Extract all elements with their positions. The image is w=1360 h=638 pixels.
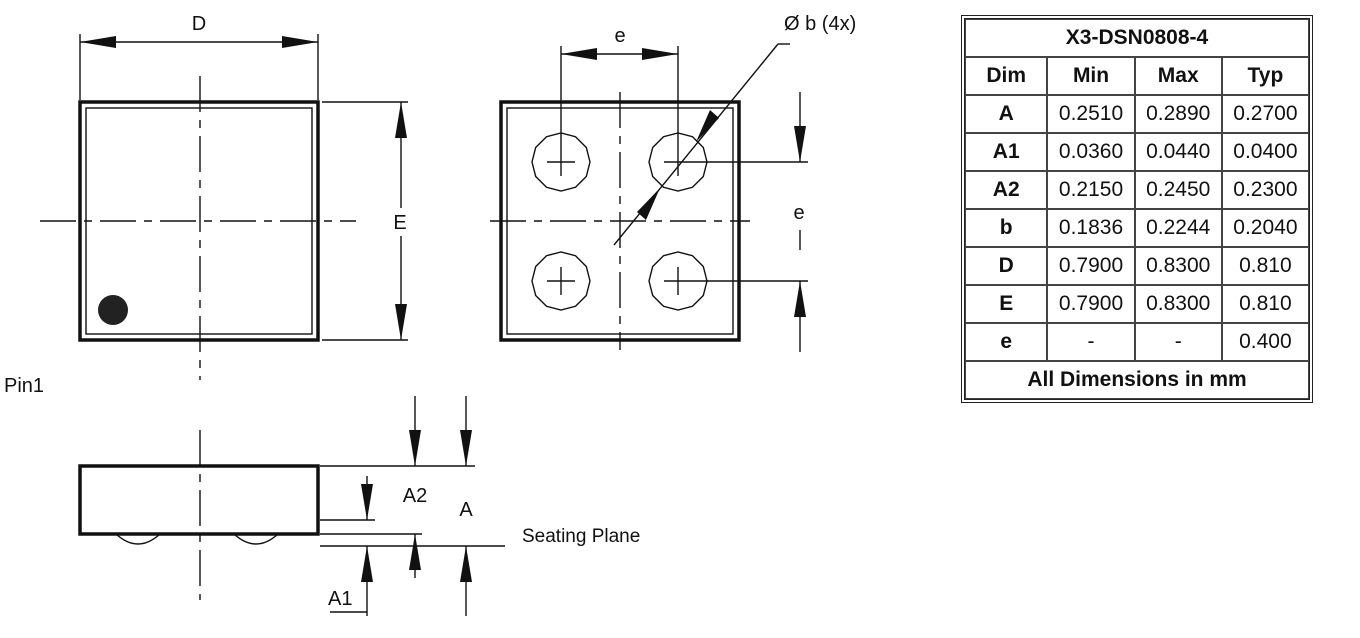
table-header-row: Dim Min Max Typ	[965, 57, 1309, 95]
d-label: D	[192, 13, 206, 35]
ball-top-right	[648, 132, 708, 192]
header-min: Min	[1047, 57, 1135, 95]
pitch-h-arrow-left	[561, 48, 597, 60]
a-label: A	[459, 499, 473, 521]
a2-arrow-top	[409, 430, 421, 466]
header-typ: Typ	[1221, 57, 1309, 95]
a1-arrow-top	[361, 484, 373, 520]
table-title-row: X3-DSN0808-4	[965, 19, 1309, 57]
row-min: 0.1836	[1047, 209, 1135, 247]
table-row: A 0.2510 0.2890 0.2700	[965, 95, 1309, 133]
table-row: b 0.1836 0.2244 0.2040	[965, 209, 1309, 247]
row-dim: D	[965, 247, 1048, 285]
ball-diameter-leader	[613, 43, 779, 246]
seating-plane-label: Seating Plane	[522, 526, 640, 547]
ball-diameter-label: Ø b (4x)	[784, 13, 856, 35]
ball-bottom-left	[531, 251, 591, 311]
pitch-h-label: e	[614, 25, 625, 47]
e-arrow-bottom	[395, 304, 407, 340]
table-footer-row: All Dimensions in mm	[965, 361, 1309, 399]
row-dim: e	[965, 323, 1048, 361]
row-min: 0.2150	[1047, 171, 1135, 209]
row-dim: A1	[965, 133, 1048, 171]
ball-diameter-arrow-outer	[696, 110, 719, 142]
row-min: 0.0360	[1047, 133, 1135, 171]
a2-arrow-bottom	[409, 534, 421, 570]
row-typ: 0.2040	[1221, 209, 1309, 247]
row-max: 0.2244	[1134, 209, 1222, 247]
header-max: Max	[1134, 57, 1222, 95]
e-arrow-top	[395, 102, 407, 138]
row-min: 0.7900	[1047, 247, 1135, 285]
row-min: -	[1047, 323, 1135, 361]
ball-bottom-right	[648, 251, 708, 311]
table-row: e - - 0.400	[965, 323, 1309, 361]
pitch-v-arrow-top	[794, 126, 806, 162]
table-row: A1 0.0360 0.0440 0.0400	[965, 133, 1309, 171]
a-arrow-top	[460, 430, 472, 466]
table-row: E 0.7900 0.8300 0.810	[965, 285, 1309, 323]
row-max: 0.2450	[1134, 171, 1222, 209]
pitch-v-label: e	[793, 202, 804, 224]
e-label: E	[393, 212, 406, 234]
row-max: 0.2890	[1134, 95, 1222, 133]
solder-ball-right	[233, 533, 279, 545]
ball-diameter-arrow-inner	[637, 188, 660, 220]
pin1-label: Pin1	[4, 375, 44, 397]
top-view-outline	[78, 100, 320, 342]
d-arrow-left	[80, 36, 116, 48]
row-dim: b	[965, 209, 1048, 247]
dimension-table: X3-DSN0808-4 Dim Min Max Typ A 0.2510 0.…	[961, 15, 1313, 403]
pitch-v-arrow-bottom	[794, 281, 806, 317]
pin1-marker-dot	[98, 295, 128, 325]
top-view: D E Pin1	[4, 13, 408, 397]
a1-label: A1	[328, 588, 352, 610]
row-dim: E	[965, 285, 1048, 323]
row-min: 0.2510	[1047, 95, 1135, 133]
table-row: A2 0.2150 0.2450 0.2300	[965, 171, 1309, 209]
side-view: A1 A2 A Seating Plane	[78, 396, 640, 616]
table-footer: All Dimensions in mm	[965, 361, 1309, 399]
row-min: 0.7900	[1047, 285, 1135, 323]
pitch-h-arrow-right	[642, 48, 678, 60]
d-arrow-right	[282, 36, 318, 48]
bottom-view: e e Ø b (4x)	[490, 13, 856, 352]
header-dim: Dim	[965, 57, 1048, 95]
a-arrow-bottom	[460, 546, 472, 582]
table-title: X3-DSN0808-4	[965, 19, 1309, 57]
a2-label: A2	[403, 485, 427, 507]
row-dim: A2	[965, 171, 1048, 209]
row-typ: 0.2700	[1221, 95, 1309, 133]
ball-top-left	[531, 132, 591, 192]
row-max: 0.8300	[1134, 247, 1222, 285]
row-max: -	[1134, 323, 1222, 361]
table-row: D 0.7900 0.8300 0.810	[965, 247, 1309, 285]
row-max: 0.0440	[1134, 133, 1222, 171]
row-max: 0.8300	[1134, 285, 1222, 323]
row-typ: 0.400	[1221, 323, 1309, 361]
row-typ: 0.0400	[1221, 133, 1309, 171]
row-typ: 0.2300	[1221, 171, 1309, 209]
row-dim: A	[965, 95, 1048, 133]
row-typ: 0.810	[1221, 285, 1309, 323]
solder-ball-left	[115, 533, 161, 545]
a1-arrow-bottom	[361, 546, 373, 582]
side-view-body	[78, 464, 320, 536]
row-typ: 0.810	[1221, 247, 1309, 285]
